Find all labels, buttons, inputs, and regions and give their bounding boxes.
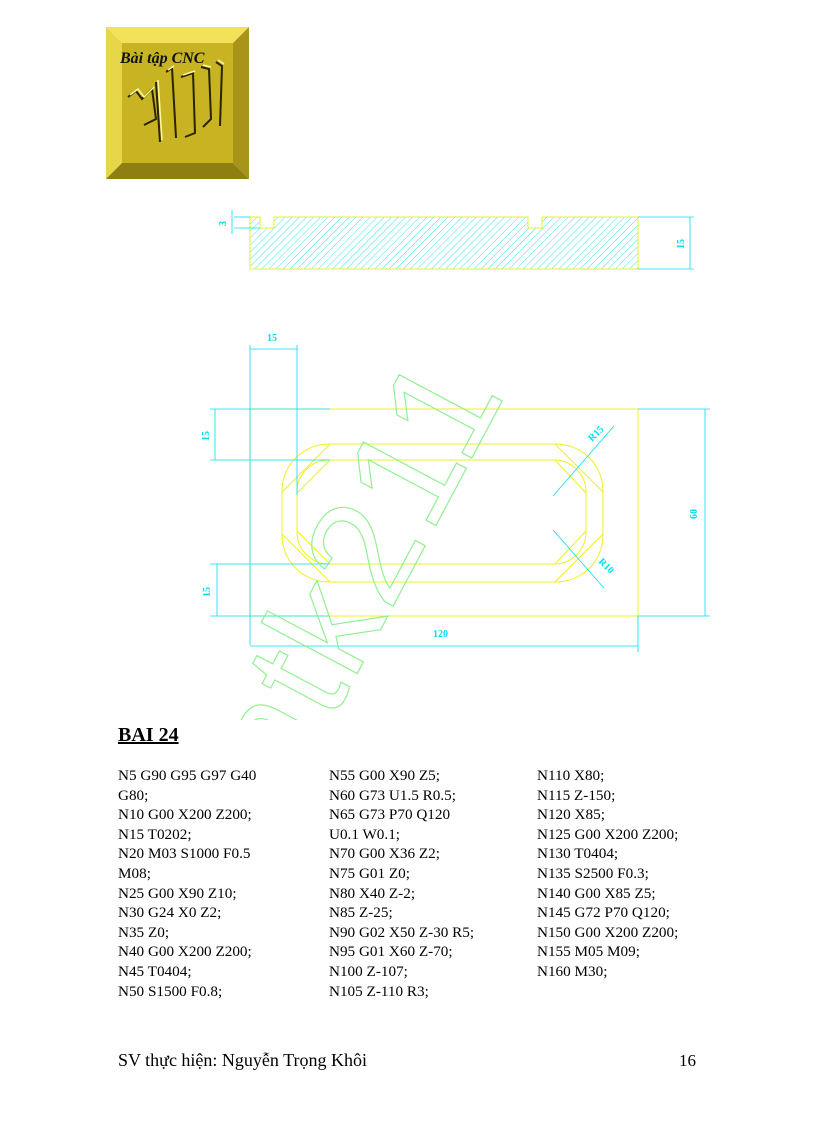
code-column-3: N110 X80; N115 Z-150; N120 X85;N125 G00 X2… xyxy=(537,766,678,982)
dim-width: 120 xyxy=(433,629,448,640)
code-line: N120 X85; xyxy=(537,806,605,824)
code-line: N20 M03 S1000 F0.5 xyxy=(118,845,251,863)
code-line: N40 G00 X200 Z200; xyxy=(118,943,252,961)
code-line: N85 Z-25; xyxy=(329,904,393,922)
code-line: M08; xyxy=(118,864,151,882)
dim-groove-offset-x: 15 xyxy=(267,333,277,344)
exercise-heading: BAI 24 xyxy=(118,724,179,746)
code-line: N15 T0202; xyxy=(118,825,192,843)
section-view: 3 15 xyxy=(218,210,694,270)
dim-radius-outer: R15 xyxy=(586,424,606,444)
code-line: N105 Z-110 R3; xyxy=(329,982,429,1000)
code-line: N35 Z0; xyxy=(118,923,170,941)
code-line: N55 G00 X90 Z5; xyxy=(329,767,440,784)
code-line: N25 G00 X90 Z10; xyxy=(118,884,237,902)
code-line: N115 Z-150; xyxy=(537,786,616,804)
watermark: ntk211 xyxy=(169,327,536,720)
code-line: N135 S2500 F0.3; xyxy=(537,864,649,882)
plan-view: 15 15 15 120 60 R15 R10 xyxy=(201,333,710,652)
cad-drawing: 3 15 15 15 15 120 60 R15 R10 ntk211 xyxy=(169,210,710,720)
code-line: N130 T0404; xyxy=(537,845,619,863)
code-line: N110 X80; xyxy=(537,767,605,784)
svg-text:ntk211: ntk211 xyxy=(170,327,536,720)
code-line: N80 X40 Z-2; xyxy=(329,884,416,902)
code-line: N160 M30; xyxy=(537,962,608,980)
code-line: N65 G73 P70 Q120 xyxy=(329,806,451,824)
logo xyxy=(106,27,249,179)
code-line: N150 G00 X200 Z200; xyxy=(537,923,679,941)
dim-groove-depth: 3 xyxy=(218,221,229,226)
code-line: N30 G24 X0 Z2; xyxy=(118,904,222,922)
code-line: N100 Z-107; xyxy=(329,962,408,980)
dim-groove-offset-bottom: 15 xyxy=(202,587,213,597)
code-line: N70 G00 X36 Z2; xyxy=(329,845,440,863)
code-line: N145 G72 P70 Q120; xyxy=(537,904,670,922)
code-line: U0.1 W0.1; xyxy=(329,825,401,843)
code-line: N90 G02 X50 Z-30 R5; xyxy=(329,923,475,941)
dim-groove-offset-top: 15 xyxy=(201,431,212,441)
code-line: N50 S1500 F0.8; xyxy=(118,982,223,1000)
page-number: 16 xyxy=(679,1051,696,1070)
dim-radius-inner: R10 xyxy=(596,556,616,576)
dim-thickness: 15 xyxy=(676,239,687,249)
code-line: N140 G00 X85 Z5; xyxy=(537,884,656,902)
code-line: N125 G00 X200 Z200; xyxy=(537,825,679,843)
code-line: N75 G01 Z0; xyxy=(329,864,410,882)
code-line: N10 G00 X200 Z200; xyxy=(118,806,252,824)
dim-height: 60 xyxy=(689,509,700,519)
code-line: G80; xyxy=(118,786,149,804)
logo-title: Bài tập CNC xyxy=(120,50,205,67)
code-column-2: N55 G00 X90 Z5; N60 G73 U1.5 R0.5; N65 G73… xyxy=(329,766,474,1001)
footer-author: SV thực hiện: Nguyễn Trọng Khôi xyxy=(118,1050,367,1070)
code-line: N45 T0404; xyxy=(118,962,192,980)
code-line: N5 G90 G95 G97 G40 xyxy=(118,767,257,784)
code-line: N95 G01 X60 Z-70; xyxy=(329,943,453,961)
code-line: N155 M05 M09; xyxy=(537,943,640,961)
code-line: N60 G73 U1.5 R0.5; xyxy=(329,786,456,804)
